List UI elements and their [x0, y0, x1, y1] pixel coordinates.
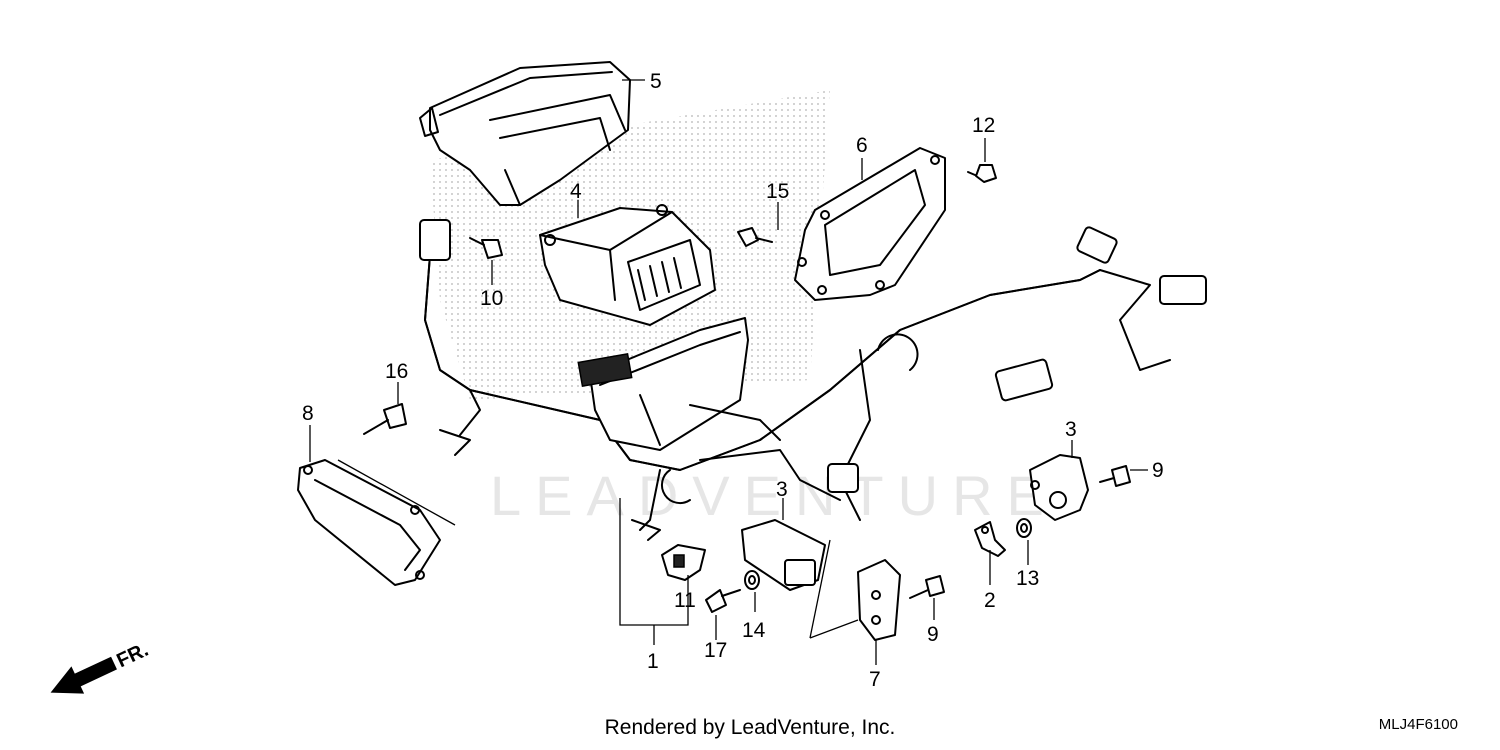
part-4-module	[539, 204, 716, 326]
control-unit	[577, 317, 781, 451]
watermark: LEADVENTURE	[490, 464, 1058, 527]
callout-16: 16	[385, 360, 408, 383]
direction-label: FR.	[113, 639, 151, 673]
callout-3a: 3	[776, 478, 788, 501]
part-2-bracket	[974, 521, 1006, 557]
callout-4: 4	[570, 180, 582, 203]
callout-8: 8	[302, 402, 314, 425]
part-5-cover	[419, 61, 631, 206]
part-16-bolt	[363, 403, 407, 435]
part-1-harness	[419, 219, 1207, 541]
footer-credit: Rendered by LeadVenture, Inc.	[604, 716, 896, 739]
front-direction-arrow: FR.	[50, 639, 152, 694]
callout-1: 1	[647, 650, 659, 673]
callout-6: 6	[856, 134, 868, 157]
callout-10: 10	[480, 287, 503, 310]
callout-15: 15	[766, 180, 789, 203]
part-12-screw	[967, 164, 997, 183]
diagram-code: MLJ4F6100	[1378, 716, 1458, 733]
part-7-bracket	[857, 559, 901, 641]
callout-5: 5	[650, 70, 662, 93]
part-8-bracket	[297, 459, 441, 586]
part-3-relay-left	[741, 519, 826, 591]
part-14-washer	[744, 570, 760, 590]
part-17-screw	[705, 589, 741, 613]
part-13-washer	[1016, 518, 1032, 538]
callout-12: 12	[972, 114, 995, 137]
callout-17: 17	[704, 639, 727, 662]
part-15-bolt	[737, 227, 773, 247]
callout-13: 13	[1016, 567, 1039, 590]
callout-3b: 3	[1065, 418, 1077, 441]
callout-7: 7	[869, 668, 881, 691]
part-11-clip	[661, 544, 706, 581]
callout-14: 14	[742, 619, 766, 642]
part-3-relay-right	[1029, 454, 1089, 521]
callout-11: 11	[674, 589, 696, 612]
part-9-bolt-lower	[909, 575, 945, 599]
callout-9a: 9	[927, 623, 939, 646]
part-6-plate	[794, 147, 946, 301]
leader-lines	[309, 79, 1148, 665]
callout-2: 2	[984, 589, 996, 612]
callout-9b: 9	[1152, 459, 1164, 482]
part-10-bolt	[469, 237, 503, 259]
part-9-bolt-upper	[1099, 465, 1131, 487]
